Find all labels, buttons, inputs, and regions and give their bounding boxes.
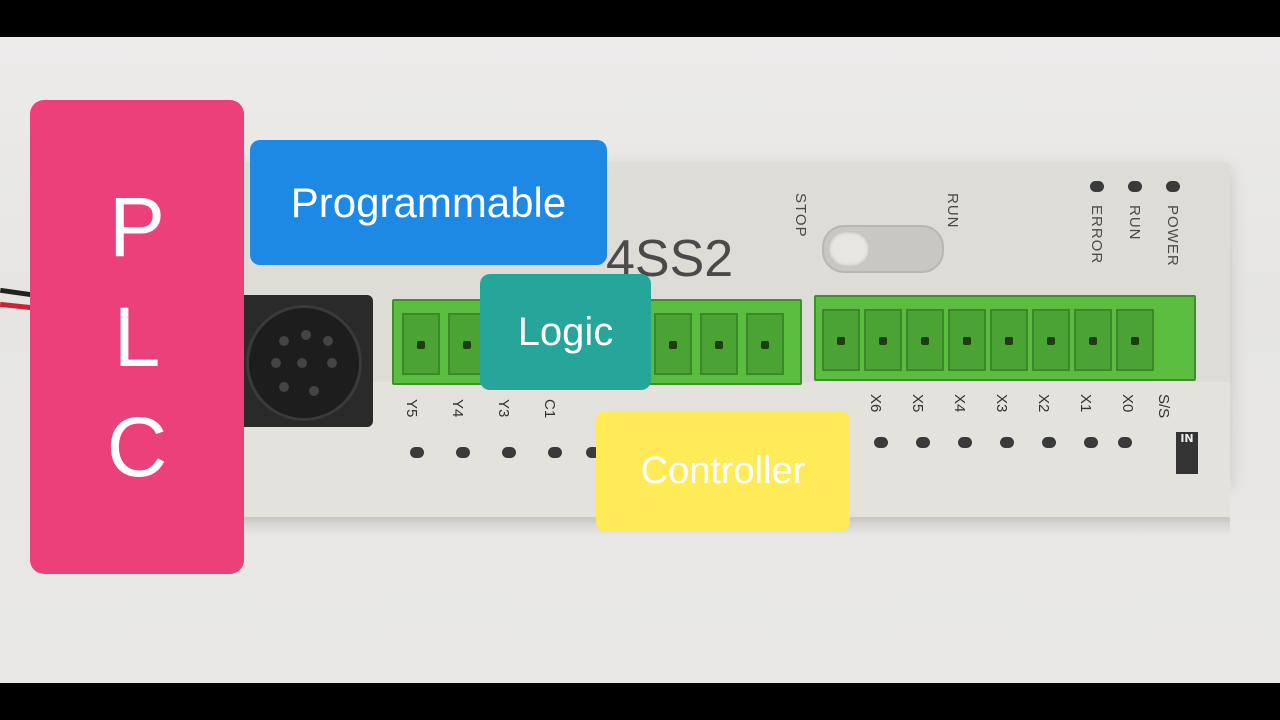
x1-label: X1 [1077,394,1094,413]
x6-label: X6 [867,394,884,413]
terminal-slot [700,313,738,375]
plc-letter-l: L [113,290,161,384]
x2-label: X2 [1035,394,1052,413]
run-stop-switch[interactable] [822,225,944,273]
terminal-slot [990,309,1028,371]
plc-letter-c: C [106,400,168,494]
run-switch-label: RUN [944,193,961,229]
y5-led [410,447,424,458]
terminal-slot [906,309,944,371]
x4-led [958,437,972,448]
pin [279,382,289,392]
pin [279,336,289,346]
pin [297,358,307,368]
pin [323,336,333,346]
y3-led [502,447,516,458]
in-badge: IN [1176,432,1198,474]
terminal-slot [1116,309,1154,371]
pin [309,386,319,396]
pin [271,358,281,368]
plc-card: P L C [30,100,244,574]
y3-label: Y3 [495,399,512,418]
y2-led [548,447,562,458]
run-led [1128,181,1142,192]
terminal-slot [864,309,902,371]
run-status-label: RUN [1126,205,1143,241]
power-label: POWER [1164,205,1181,267]
x3-label: X3 [993,394,1010,413]
mini-din-port [238,295,373,427]
x0-led [1118,437,1132,448]
switch-knob [828,231,870,267]
stop-label: STOP [792,193,809,238]
x2-led [1042,437,1056,448]
error-label: ERROR [1088,205,1105,265]
port-socket [246,305,362,421]
terminal-slot [402,313,440,375]
terminal-slot [822,309,860,371]
controller-card: Controller [596,411,850,532]
terminal-slot [448,313,486,375]
x4-label: X4 [951,394,968,413]
terminal-slot [1074,309,1112,371]
terminal-slot [654,313,692,375]
y4-label: Y4 [449,399,466,418]
terminal-slot [746,313,784,375]
terminal-slot [1032,309,1070,371]
y5-label: Y5 [403,399,420,418]
ss-label: S/S [1155,394,1172,419]
input-terminal-block [814,295,1196,381]
pin [301,330,311,340]
programmable-card: Programmable [250,140,607,265]
in-badge-text: IN [1180,432,1194,445]
x0-label: X0 [1119,394,1136,413]
x3-led [1000,437,1014,448]
plc-photo: 4SS2 STOP RUN ERROR RUN POWER Y5 Y4 Y3 C… [0,37,1280,683]
x6-led [874,437,888,448]
plc-letter-p: P [108,180,166,274]
x1-led [1084,437,1098,448]
x5-led [916,437,930,448]
c1-label: C1 [541,399,558,419]
power-led [1166,181,1180,192]
logic-card: Logic [480,274,651,390]
error-led [1090,181,1104,192]
y4-led [456,447,470,458]
y1-led [586,447,600,458]
pin [327,358,337,368]
x5-label: X5 [909,394,926,413]
terminal-slot [948,309,986,371]
